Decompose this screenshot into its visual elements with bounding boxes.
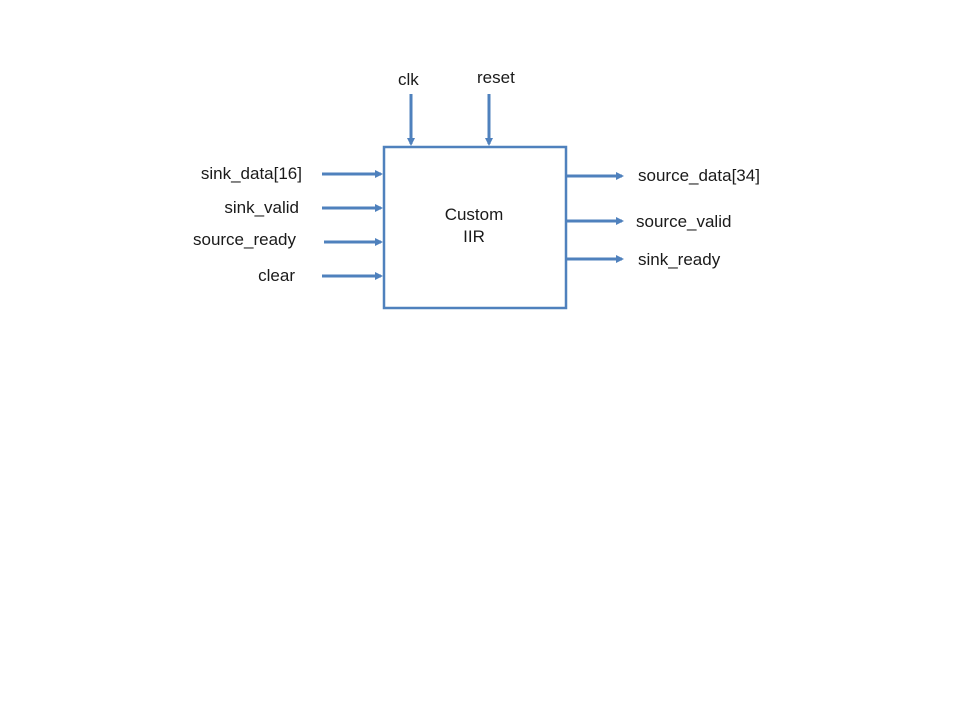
block-label-line2: IIR: [463, 227, 485, 246]
source-data-label: source_data[34]: [638, 166, 760, 185]
clear-label: clear: [258, 266, 295, 285]
clk-label: clk: [398, 70, 419, 89]
iir-block: [382, 145, 568, 310]
block-label: Custom IIR: [384, 204, 564, 248]
sink-ready-label: sink_ready: [638, 250, 721, 269]
source-ready-label: source_ready: [192, 230, 296, 249]
source-valid-label: source_valid: [636, 212, 732, 231]
reset-label: reset: [477, 68, 515, 87]
sink-data-label: sink_data[16]: [200, 164, 302, 183]
block-label-line1: Custom: [444, 205, 504, 224]
sink-valid-label: sink_valid: [224, 198, 299, 217]
